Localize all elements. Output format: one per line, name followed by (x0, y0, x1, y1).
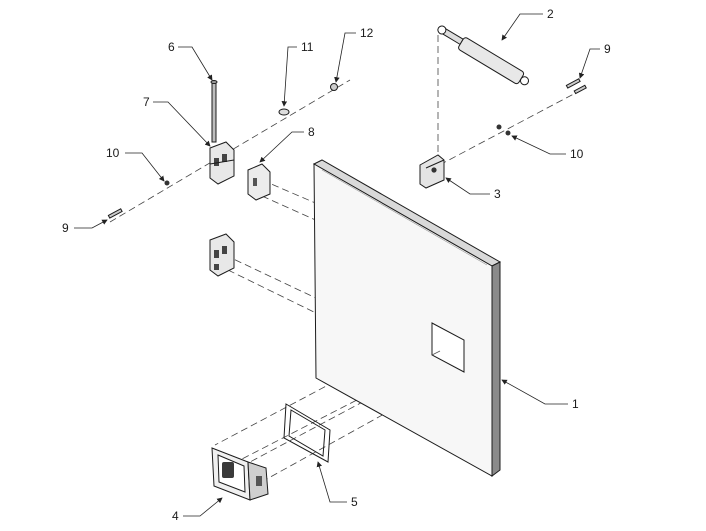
hardware (107, 78, 587, 219)
callout-10-left: 10 (106, 146, 120, 160)
hinge-pin (210, 80, 218, 143)
callout-1: 1 (572, 397, 579, 411)
callout-11: 11 (301, 40, 314, 54)
callout-9-right: 9 (604, 42, 611, 56)
callout-9-left: 9 (62, 221, 69, 235)
callout-8: 8 (308, 125, 315, 139)
callout-2: 2 (547, 7, 554, 21)
callout-3: 3 (494, 187, 501, 201)
door-panel (312, 159, 502, 477)
hinge-block-lower (209, 233, 235, 277)
callout-4: 4 (172, 509, 179, 523)
hinge-left (209, 141, 235, 185)
leader-lines (74, 13, 600, 517)
gas-strut (437, 25, 530, 86)
callout-12: 12 (360, 26, 374, 40)
hinge-right (247, 163, 271, 201)
latch-assembly (211, 447, 269, 501)
callout-6: 6 (168, 40, 175, 54)
callout-labels: 1 2 3 4 5 6 7 8 9 9 10 10 11 12 (62, 7, 611, 523)
callout-7: 7 (143, 95, 150, 109)
panel-cutout (431, 322, 465, 373)
strut-bracket (419, 154, 445, 189)
callout-10-right: 10 (570, 147, 584, 161)
callout-5: 5 (351, 495, 358, 509)
gasket-frame (283, 403, 331, 463)
